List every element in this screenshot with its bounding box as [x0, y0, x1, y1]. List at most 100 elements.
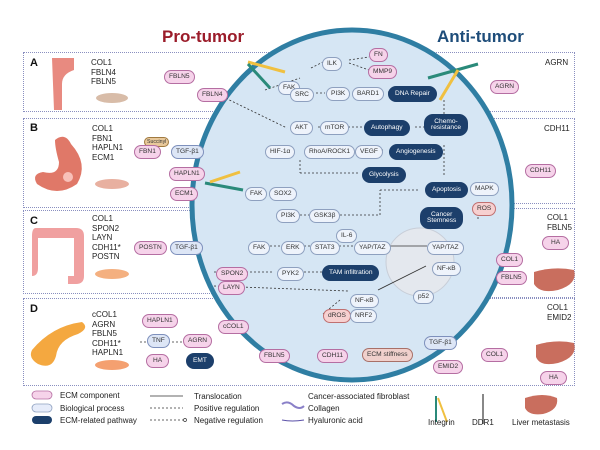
node-fbln5-d: FBLN5	[259, 349, 290, 363]
panel-c-label: C	[30, 215, 38, 227]
node-fn: FN	[369, 48, 388, 62]
node-mmp9: MMP9	[368, 65, 398, 79]
node-gsk3b: GSK3β	[309, 209, 341, 223]
legend-bio-swatch	[31, 403, 53, 413]
node-mapk: MAPK	[470, 182, 499, 196]
node-tgfb1-c: TGF-β1	[170, 241, 203, 255]
node-fbln5-a: FBLN5	[164, 70, 195, 84]
node-nfkb-c: NF-κB	[350, 294, 379, 308]
node-erk: ERK	[281, 241, 305, 255]
node-p52: p52	[413, 290, 435, 304]
node-hif1a: HIF-1α	[265, 145, 296, 159]
node-angiogenesis: Angiogenesis	[389, 144, 443, 160]
pancreas-icon	[30, 322, 86, 366]
liver-icon-d	[536, 341, 575, 365]
node-agrn-d: AGRN	[183, 334, 213, 348]
legend-pathway-swatch	[32, 416, 52, 424]
node-agrn-a: AGRN	[490, 80, 520, 94]
node-rhoa-rock1: RhoA/ROCK1	[304, 145, 356, 159]
legend-integrin: Integrin	[428, 418, 455, 427]
anti-tumor-title: Anti-tumor	[437, 27, 524, 46]
node-tam-infiltration: TAM infiltration	[322, 265, 380, 281]
legend-ecm-swatch	[31, 390, 53, 400]
legend-ecm-component: ECM component	[60, 391, 120, 400]
node-ha-c: HA	[542, 236, 570, 250]
integrin-glyphs	[204, 60, 479, 192]
node-ha-d: HA	[146, 354, 170, 368]
node-col1-d: COL1	[481, 348, 509, 362]
node-ecm-stiffness: ECM stiffness	[362, 348, 413, 362]
node-yaptaz-c: YAP/TAZ	[354, 241, 391, 255]
node-stat3: STAT3	[310, 241, 340, 255]
legend-negative: Negative regulation	[194, 416, 263, 425]
legend-bio-process: Biological process	[60, 404, 125, 413]
node-yaptaz-n: YAP/TAZ	[427, 241, 464, 255]
panel-c-genes: COL1 SPON2 LAYN CDH11* POSTN	[92, 214, 121, 261]
node-pi3k-a: PI3K	[326, 87, 351, 101]
node-ilk: ILK	[322, 57, 342, 71]
node-tgfb1-b: TGF-β1	[171, 145, 204, 159]
panel-b-right-genes: CDH11	[544, 124, 570, 133]
node-dros: dROS	[323, 309, 351, 323]
panel-b-genes: COL1 FBN1 HAPLN1 ECM1	[92, 124, 124, 162]
node-hapln1-d: HAPLN1	[142, 314, 178, 328]
panel-a-genes: COL1 FBLN4 FBLN5	[91, 58, 116, 86]
legend-liver: Liver metastasis	[512, 418, 570, 427]
legend-ecm-pathway: ECM-related pathway	[60, 416, 137, 425]
panel-d-label: D	[30, 303, 38, 315]
node-fbn1: FBN1	[134, 145, 161, 159]
node-bard1: BARD1	[352, 87, 384, 101]
node-layn: LAYN	[218, 281, 245, 295]
node-ros: ROS	[472, 202, 497, 216]
legend-collagen-icon	[281, 401, 305, 409]
node-emid2: EMID2	[433, 360, 464, 374]
node-src: SRC	[290, 88, 314, 102]
node-fbln4-a: FBLN4	[197, 88, 228, 102]
legend-liver-icon	[525, 395, 558, 415]
node-fak-c: FAK	[248, 241, 271, 255]
node-pi3k-c: PI3K	[276, 209, 301, 223]
node-cancer-stemness: Cancer Stemness	[420, 207, 464, 230]
node-chemoresistance: Chemo- resistance	[424, 114, 469, 137]
node-ccol1: cCOL1	[218, 320, 249, 334]
node-glycolysis: Glycolysis	[362, 167, 406, 183]
node-apoptosis: Apoptosis	[425, 182, 468, 198]
node-hapln1-b: HAPLN1	[169, 167, 205, 181]
panel-d-genes: cCOL1 AGRN FBLN5 CDH11* HAPLN1	[92, 310, 124, 357]
node-ecm1: ECM1	[170, 187, 199, 201]
node-dna-repair: DNA Repair	[388, 86, 437, 102]
node-mtor: mTOR	[320, 121, 350, 135]
caf-icons	[95, 93, 129, 370]
node-cdh11-b: CDH11	[525, 164, 557, 178]
panel-b-label: B	[30, 122, 38, 134]
legend-ddr1: DDR1	[472, 418, 494, 427]
stomach-icon	[35, 136, 82, 191]
colon-icon	[32, 228, 84, 284]
node-vegf: VEGF	[355, 145, 383, 159]
node-emt: EMT	[186, 353, 214, 369]
legend-caf: Cancer-associated fibroblast	[308, 392, 410, 401]
liver-icon-c	[534, 268, 575, 292]
panel-a-label: A	[30, 57, 38, 69]
node-akt: AKT	[290, 121, 313, 135]
node-col1-c: COL1	[496, 253, 524, 267]
legend-ha-icon	[281, 419, 305, 422]
node-autophagy: Autophagy	[364, 120, 410, 136]
node-tgfb1-d: TGF-β1	[424, 336, 457, 350]
node-tnf: TNF	[147, 334, 170, 348]
legend-hyaluronic: Hyaluronic acid	[308, 416, 363, 425]
legend-translocation: Translocation	[194, 392, 242, 401]
node-sox2: SOX2	[269, 187, 297, 201]
panel-a-right-genes: AGRN	[545, 58, 569, 67]
esophagus-icon	[52, 58, 74, 110]
node-fbln5-c: FBLN5	[496, 271, 527, 285]
node-il6: IL-6	[336, 229, 358, 243]
node-fak-b: FAK	[245, 187, 268, 201]
legend-positive: Positive regulation	[194, 404, 260, 413]
legend-collagen: Collagen	[308, 404, 340, 413]
node-nrf2: NRF2	[350, 309, 378, 323]
panel-c-right-genes: COL1 FBLN5	[547, 213, 572, 232]
pro-tumor-title: Pro-tumor	[162, 27, 245, 46]
panel-d-right-genes: COL1 EMID2	[547, 303, 572, 322]
